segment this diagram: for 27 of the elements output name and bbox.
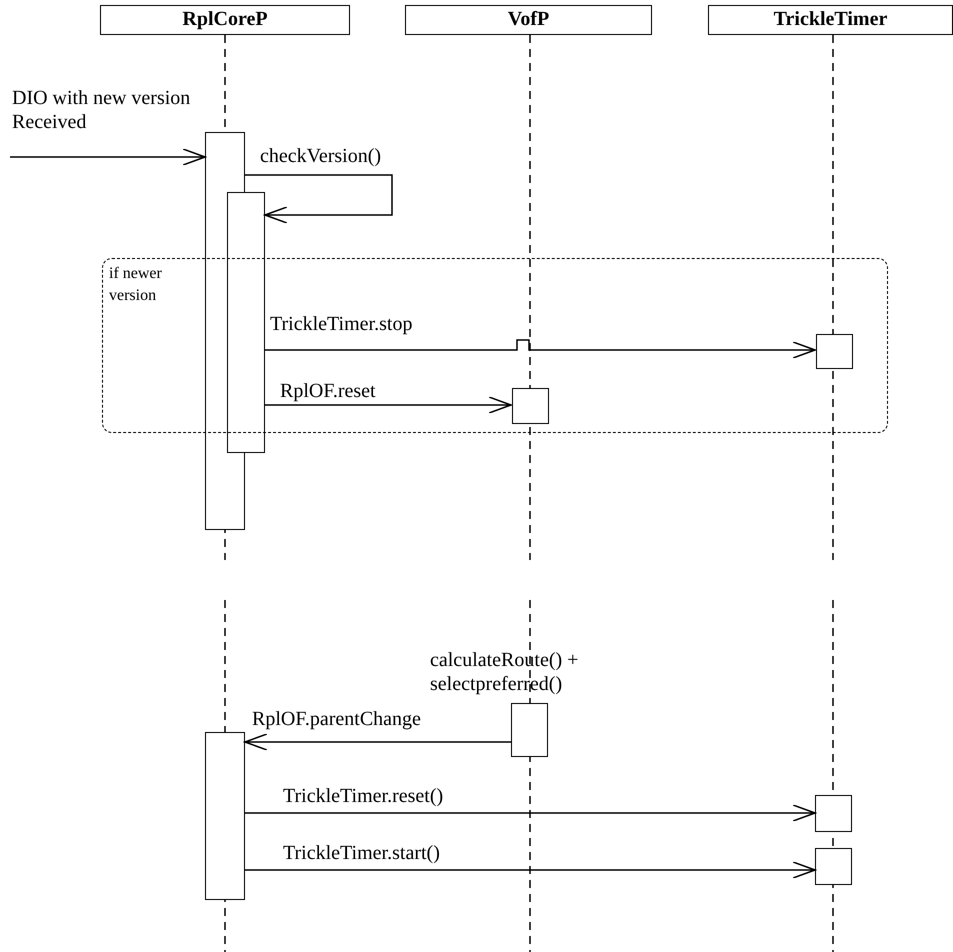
message-arrow: [245, 804, 816, 822]
activation-box: [205, 732, 245, 900]
message-label: DIO with new version Received: [12, 86, 192, 134]
message-arrow: [245, 174, 393, 224]
activation-box: [511, 703, 548, 757]
activation-box: [512, 388, 549, 424]
lifeline-header: RplCoreP: [100, 5, 350, 35]
note-text: calculateRoute() + selectpreferred(): [430, 648, 580, 696]
message-label: checkVersion(): [260, 144, 382, 168]
combined-fragment: [102, 258, 888, 433]
message-label: TrickleTimer.start(): [283, 841, 441, 865]
lifeline-header: TrickleTimer: [708, 5, 953, 35]
message-label: RplOF.parentChange: [252, 707, 422, 731]
message-arrow: [10, 148, 206, 166]
activation-box: [815, 795, 852, 832]
lifeline-header: VofP: [405, 5, 652, 35]
activation-box: [227, 192, 265, 453]
message-arrow: [245, 861, 816, 879]
guard-condition: if newer version: [109, 264, 163, 306]
message-label: TrickleTimer.reset(): [283, 784, 444, 808]
message-label: RplOF.reset: [280, 379, 377, 403]
activation-box: [816, 334, 853, 369]
activation-box: [815, 848, 852, 885]
message-arrow: [265, 396, 512, 414]
message-arrow: [244, 733, 511, 751]
message-label: TrickleTimer.stop: [270, 312, 414, 336]
message-arrow: [265, 339, 816, 359]
